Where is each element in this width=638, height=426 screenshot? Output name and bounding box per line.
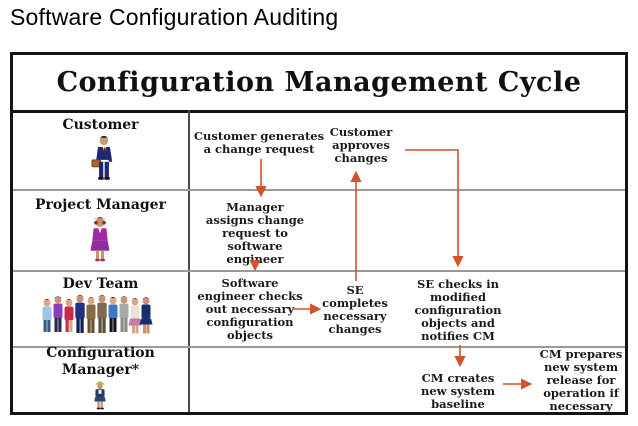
step-customer-generates-change-request: Customer generates a change request	[193, 129, 325, 156]
arrow-approve-to-checkin	[405, 149, 464, 268]
dev-team-crowd-icon	[41, 293, 159, 345]
diagram-title: Configuration Management Cycle	[56, 67, 582, 98]
lane-divider	[13, 346, 625, 348]
header-divider-line	[13, 110, 625, 113]
configuration-management-diagram: Configuration Management Cycle Customer …	[10, 52, 628, 415]
step-se-checks-out-objects: Software engineer checks out necessary c…	[197, 276, 303, 342]
lane-label-column-divider	[188, 110, 190, 412]
project-manager-person-icon	[82, 216, 118, 267]
lane-label-customer: Customer	[62, 117, 139, 133]
step-cm-prepares-release: CM prepares new system release for opera…	[539, 347, 623, 413]
lane-divider	[13, 270, 625, 272]
step-se-checks-in-objects: SE checks in modified configuration obje…	[414, 277, 502, 343]
lane-label-project-manager: Project Manager	[35, 197, 166, 213]
lane-label-dev-team: Dev Team	[62, 276, 139, 292]
customer-person-icon	[83, 135, 123, 187]
step-se-completes-changes: SE completes necessary changes	[322, 283, 388, 336]
lane-divider	[13, 189, 625, 191]
step-manager-assigns-change-request: Manager assigns change request to softwa…	[205, 200, 305, 266]
step-cm-creates-baseline: CM creates new system baseline	[420, 371, 495, 411]
step-customer-approves-changes: Customer approves changes	[329, 125, 393, 165]
lane-label-configuration-manager: Configuration Manager*	[46, 345, 155, 378]
slide-title: Software Configuration Auditing	[10, 4, 339, 30]
configuration-manager-person-icon	[85, 381, 115, 415]
